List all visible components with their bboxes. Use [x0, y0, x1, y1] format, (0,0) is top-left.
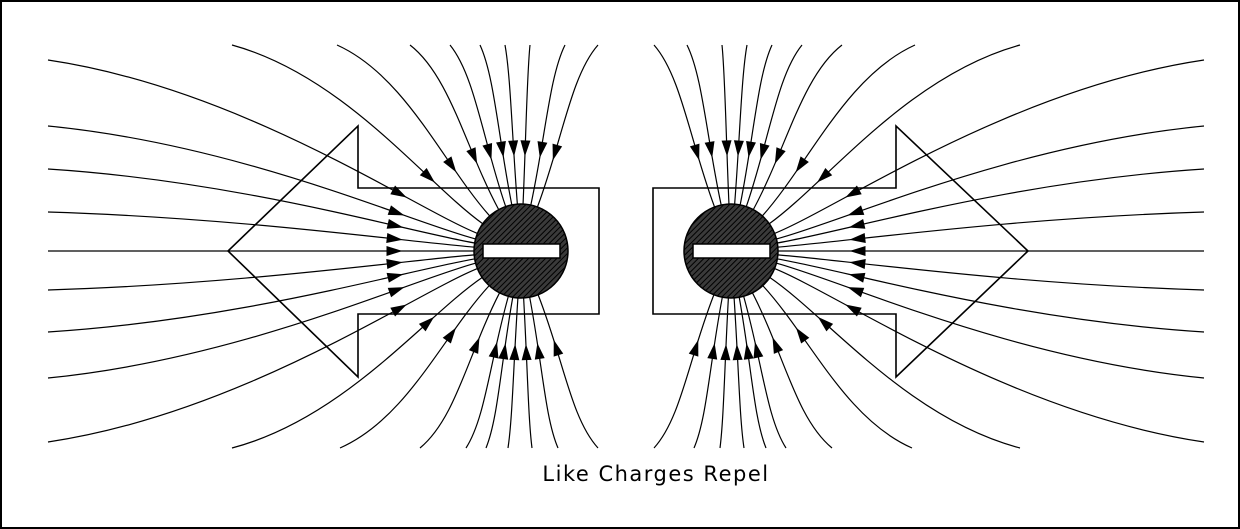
field-arrowhead: [849, 273, 866, 283]
field-line: [337, 45, 490, 216]
field-arrowhead: [754, 342, 764, 359]
field-line: [523, 45, 530, 204]
field-line: [775, 60, 1204, 233]
field-line: [769, 45, 1020, 224]
field-arrowhead: [520, 140, 530, 156]
field-line: [537, 45, 598, 207]
field-arrowhead: [689, 340, 699, 357]
field-line: [753, 45, 842, 210]
field-line: [776, 263, 1204, 378]
field-arrowhead: [387, 219, 404, 229]
field-arrowhead: [722, 140, 732, 156]
field-arrowhead: [775, 147, 786, 164]
field-arrowhead: [553, 144, 563, 161]
field-lines: [48, 45, 1204, 448]
field-line: [762, 45, 915, 216]
field-line: [687, 45, 721, 205]
field-arrowhead: [496, 141, 506, 158]
field-arrowhead: [848, 287, 865, 297]
right-negative-charge: [684, 204, 778, 298]
field-arrowhead: [849, 219, 866, 229]
field-line: [48, 126, 476, 239]
field-arrowhead: [796, 156, 809, 172]
field-line: [763, 286, 912, 448]
field-line: [410, 45, 499, 210]
field-arrowhead: [707, 343, 717, 360]
field-line: [524, 298, 532, 448]
field-line: [48, 269, 477, 442]
field-arrowhead: [849, 259, 865, 269]
field-arrowhead: [848, 205, 865, 215]
field-arrowhead: [796, 328, 809, 344]
field-line: [48, 169, 475, 243]
field-line: [48, 259, 475, 332]
field-line: [48, 263, 476, 378]
field-line: [775, 269, 1204, 442]
field-line: [777, 169, 1204, 243]
field-arrowhead: [489, 342, 499, 359]
field-arrowhead: [734, 140, 744, 156]
left-minus-sign: [483, 244, 560, 258]
field-arrowhead: [388, 287, 405, 297]
field-line: [654, 295, 714, 448]
field-arrowhead: [386, 259, 402, 269]
field-arrowhead: [508, 140, 518, 156]
field-arrowhead: [386, 233, 402, 243]
field-arrowhead: [386, 246, 402, 256]
left-negative-charge: [474, 204, 568, 298]
field-line: [654, 45, 715, 207]
field-arrowhead: [690, 144, 700, 161]
field-line: [48, 60, 477, 233]
field-arrowhead: [498, 343, 508, 360]
field-arrowhead: [522, 344, 532, 360]
field-line: [776, 126, 1204, 239]
field-line: [746, 45, 802, 207]
field-arrowhead: [469, 337, 480, 354]
field-arrowhead: [850, 246, 866, 256]
field-line: [722, 45, 729, 204]
field-arrowhead: [443, 156, 456, 172]
field-arrowhead: [466, 147, 477, 164]
field-arrowhead: [773, 337, 784, 354]
right-minus-sign: [693, 244, 770, 258]
field-line: [777, 259, 1204, 332]
field-line: [420, 293, 500, 448]
caption: Like Charges Repel: [542, 462, 769, 486]
field-arrowhead: [760, 143, 770, 160]
field-arrowhead: [509, 344, 519, 360]
field-line: [340, 286, 489, 448]
field-arrowhead: [849, 233, 865, 243]
field-arrowhead: [746, 141, 756, 158]
field-arrowhead: [705, 141, 715, 158]
field-line: [530, 297, 558, 448]
field-arrowhead: [388, 205, 405, 215]
field-line: [720, 298, 728, 448]
field-arrowhead: [535, 343, 545, 360]
field-line: [450, 45, 506, 207]
field-line: [694, 297, 722, 448]
field-arrowhead: [733, 344, 743, 360]
field-line: [752, 293, 832, 448]
field-arrowhead: [443, 328, 456, 344]
field-arrowhead: [744, 343, 754, 360]
field-arrowhead: [554, 340, 564, 357]
field-arrowhead: [482, 143, 492, 160]
field-arrowhead: [538, 141, 548, 158]
field-arrowhead: [720, 344, 730, 360]
field-arrowhead: [387, 273, 404, 283]
field-line: [538, 295, 598, 448]
field-line: [531, 45, 565, 205]
